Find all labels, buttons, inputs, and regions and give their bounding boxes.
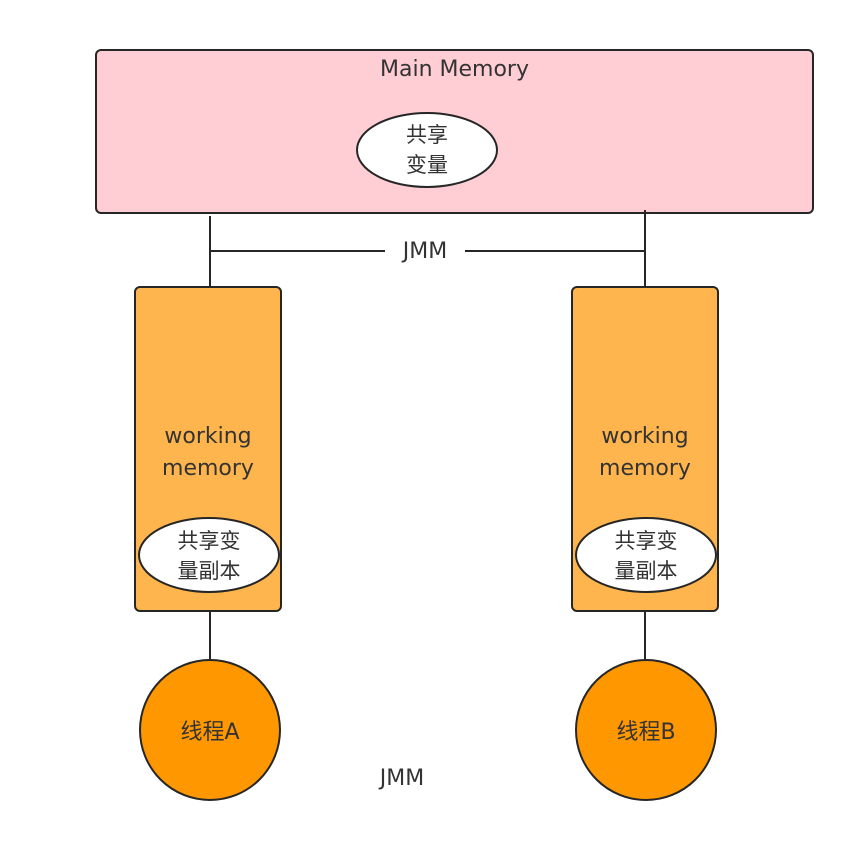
shared-variable-label: 共享 变量 — [357, 112, 497, 188]
shared-copy-label-a: 共享变 量副本 — [139, 518, 279, 594]
shared-variable-text: 共享 变量 — [406, 123, 448, 177]
main-memory-title: Main Memory — [380, 57, 529, 82]
thread-b-label: 线程B — [616, 720, 676, 745]
shared-copy-label-b: 共享变 量副本 — [576, 518, 716, 594]
shared-copy-ellipse-b — [575, 517, 717, 593]
thread-a-label: 线程A — [180, 720, 240, 745]
thread-circle-b — [575, 659, 717, 801]
shared-variable-ellipse — [356, 112, 498, 188]
working-memory-label-a: working memory — [162, 424, 254, 481]
diagram-caption: JMM — [379, 766, 425, 791]
shared-copy-ellipse-a — [138, 517, 280, 593]
shared-copy-text-b: 共享变 量副本 — [614, 529, 678, 583]
thread-circle-a — [139, 659, 281, 801]
jmm-connector-label: JMM — [385, 237, 465, 267]
working-memory-label-b: working memory — [599, 424, 691, 481]
shared-copy-text-a: 共享变 量副本 — [177, 529, 241, 583]
